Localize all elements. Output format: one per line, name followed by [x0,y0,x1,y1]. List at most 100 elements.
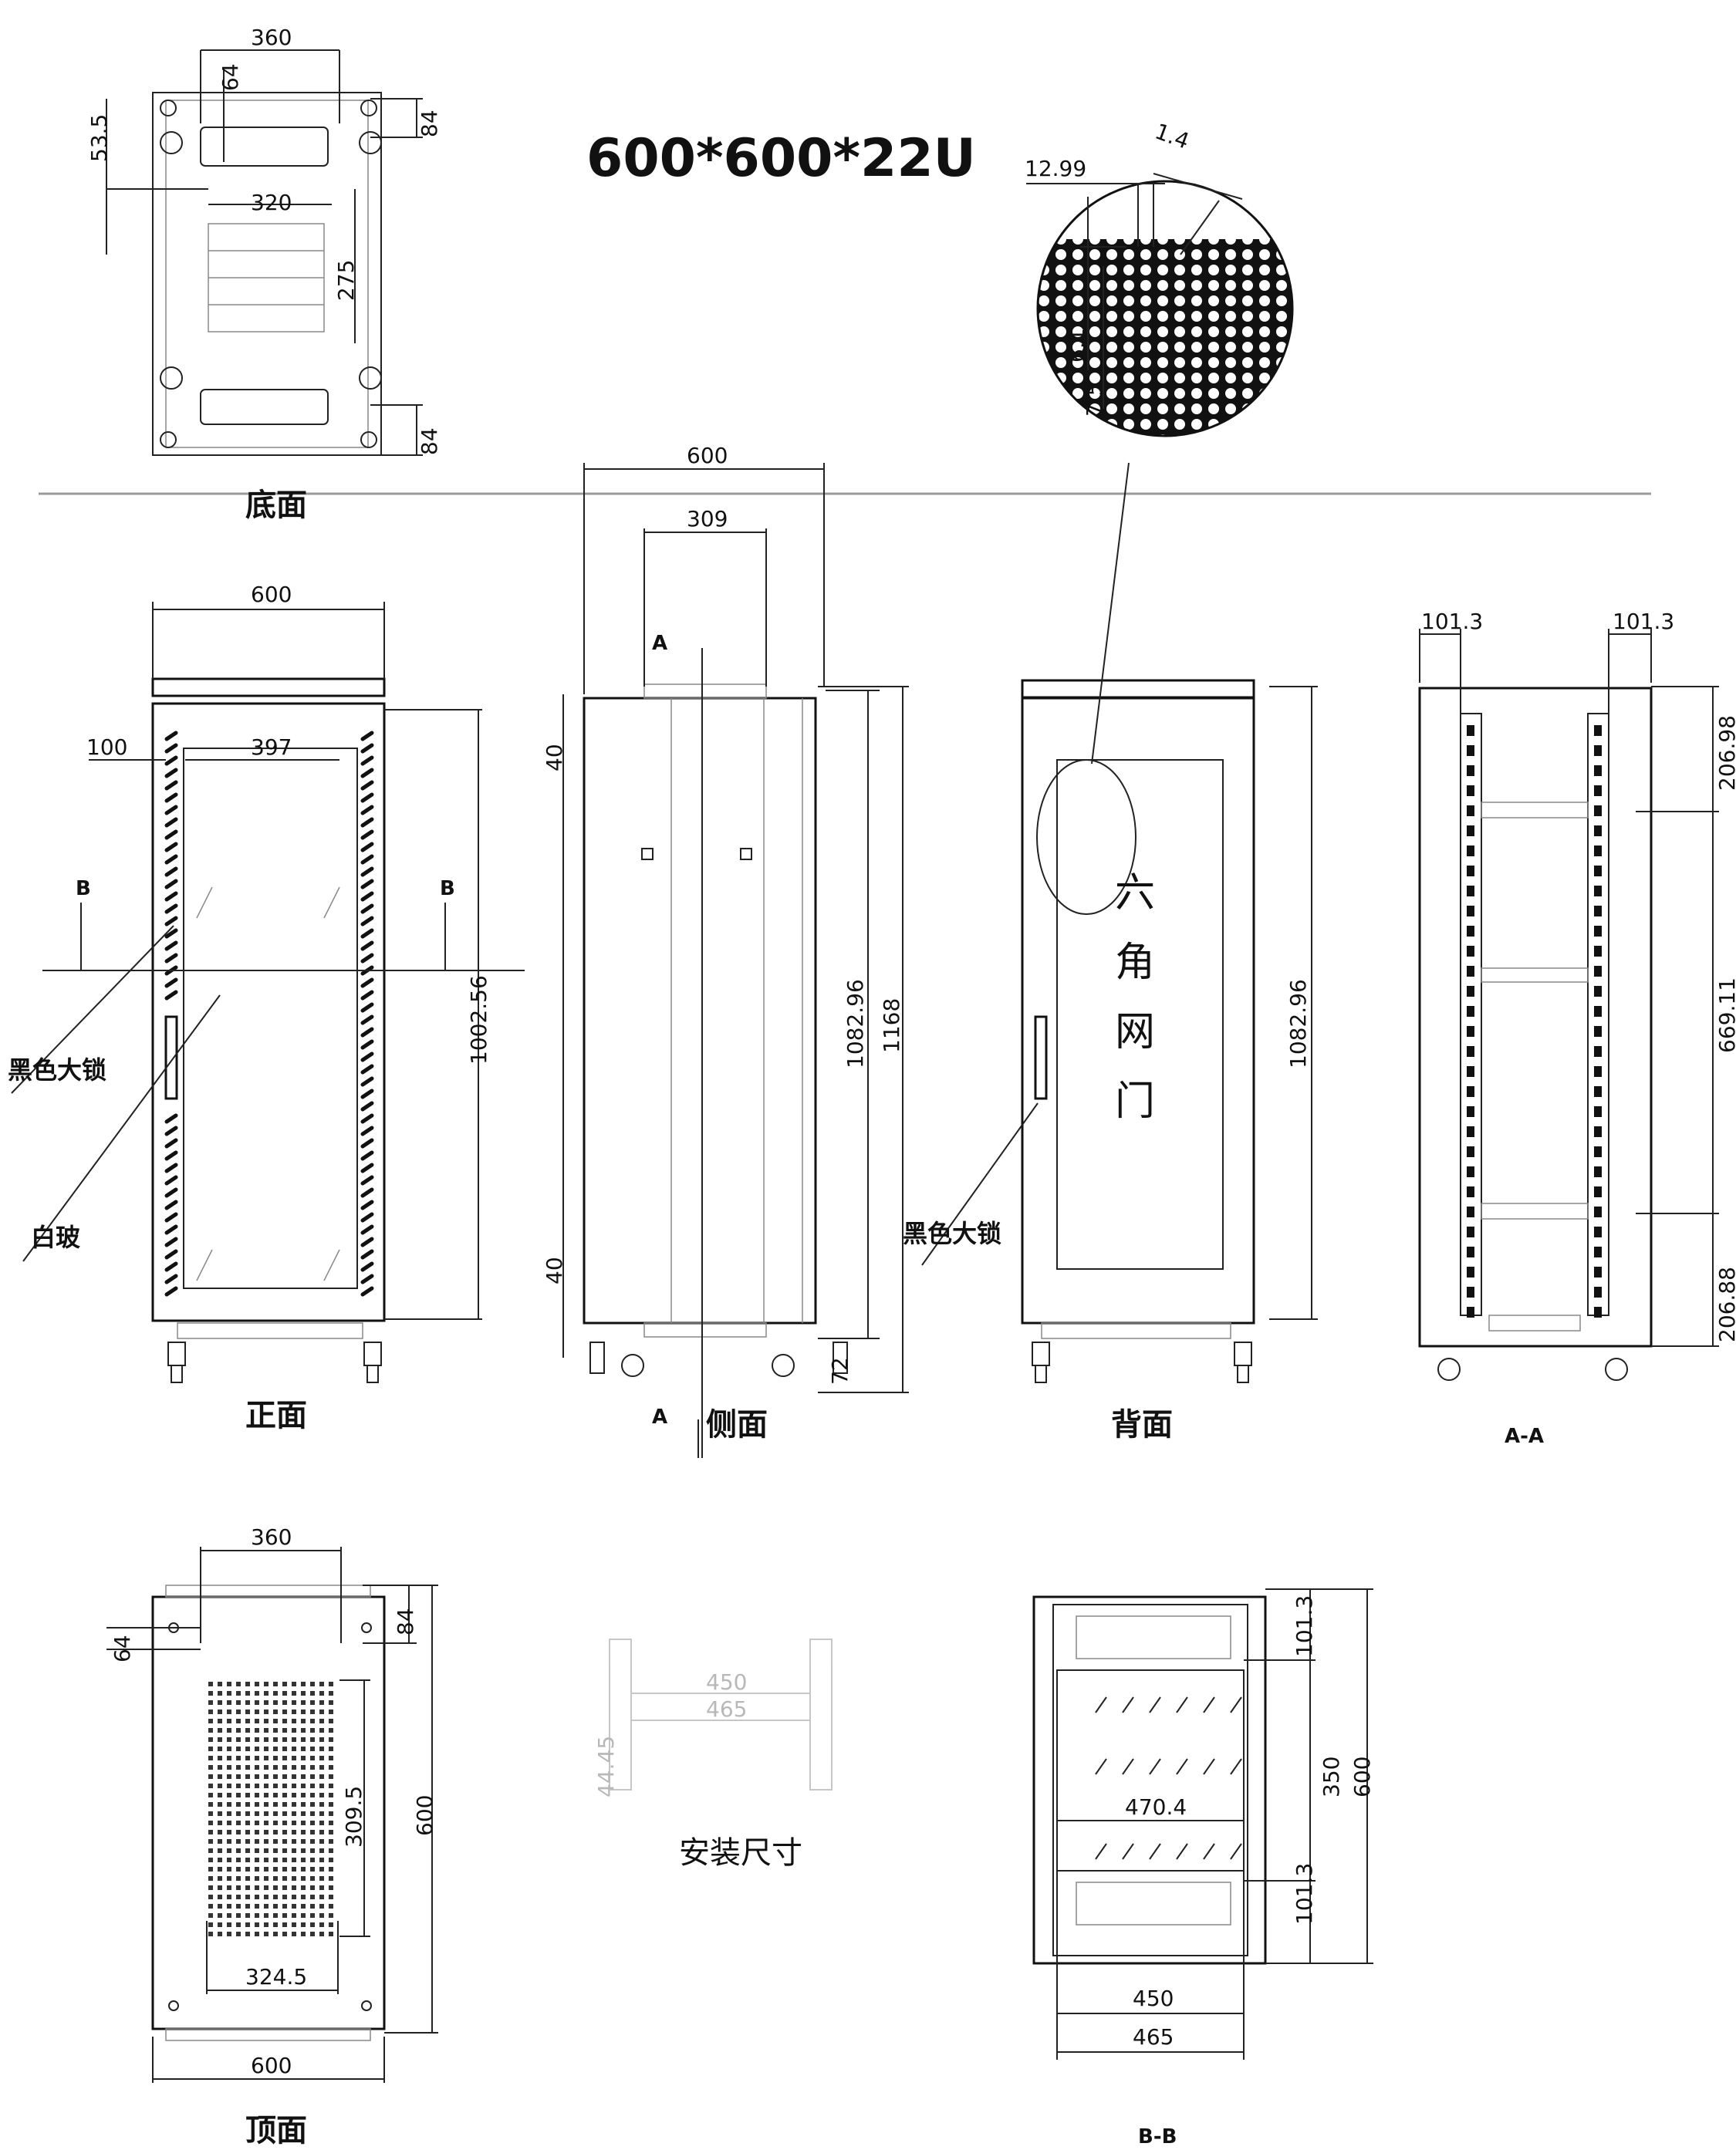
perforation-hole [264,1922,269,1927]
front-label-white-glass: 白玻 [31,1223,80,1252]
mount-dimensions-sketch [609,1639,833,1791]
top-dim-309-5: 309.5 [341,1786,366,1848]
perforation-hole [292,1895,296,1899]
perforation-hole [236,1830,241,1834]
perforation-hole [236,1691,241,1696]
perforation-hole [329,1830,333,1834]
perforation-hole [208,1895,213,1899]
perforation-hole [264,1747,269,1751]
perforation-hole [329,1858,333,1862]
perforation-hole [264,1719,269,1723]
rail-hole [1467,1207,1474,1217]
rail-hole [1467,946,1474,957]
perforation-hole [218,1839,222,1844]
perforation-hole [227,1932,231,1936]
perforation-hole [273,1848,278,1853]
perforation-hole [301,1904,306,1909]
perforation-hole [301,1858,306,1862]
vent-slot [360,1286,374,1297]
bottom-dim-320: 320 [251,190,292,215]
hex-mesh-detail [1026,173,1294,437]
vent-slot [360,743,374,754]
perforation-hole [319,1895,324,1899]
rail-hole [1594,1106,1602,1117]
rail-hole [1594,805,1602,816]
perforation-hole [227,1867,231,1872]
perforation-hole [282,1765,287,1770]
perforation-hole [273,1700,278,1705]
perforation-hole [292,1765,296,1770]
rail-hole [1467,1307,1474,1318]
side-view [562,463,909,1458]
bottom-dim-84-bottom: 84 [417,427,442,455]
perforation-hole [310,1774,315,1779]
perforation-hole [218,1932,222,1936]
perforation-hole [319,1747,324,1751]
rail-hole [1467,725,1474,736]
perforation-hole [273,1932,278,1936]
vent-slot [360,1163,374,1173]
perforation-hole [329,1793,333,1797]
perforation-hole [329,1719,333,1723]
perforation-hole [255,1747,259,1751]
perforation-hole [292,1904,296,1909]
rail-hole [1467,906,1474,916]
perforation-hole [255,1821,259,1825]
perforation-hole [282,1756,287,1760]
perforation-hole [310,1913,315,1918]
perforation-hole [329,1765,333,1770]
vent-slot [164,1212,178,1223]
perforation-hole [282,1774,287,1779]
perforation-hole [301,1839,306,1844]
perforation-hole [218,1913,222,1918]
bottom-dim-64: 64 [218,63,243,91]
perforation-hole [236,1885,241,1890]
perforation-hole [329,1710,333,1714]
perforation-hole [282,1932,287,1936]
perforation-hole [301,1802,306,1807]
perforation-hole [227,1802,231,1807]
rail-hole [1594,886,1602,896]
vent-slot [360,1138,374,1149]
shelf-slot [1122,1843,1134,1860]
perforation-hole [292,1774,296,1779]
perforation-hole [319,1858,324,1862]
perforation-hole [319,1784,324,1788]
perforation-hole [319,1932,324,1936]
bottom-view [106,49,423,456]
perforation-hole [208,1848,213,1853]
perforation-hole [236,1904,241,1909]
perforation-hole [301,1867,306,1872]
perforation-hole [255,1784,259,1788]
vent-slot [360,990,374,1001]
vent-slot [360,1187,374,1198]
perforation-hole [310,1691,315,1696]
perforation-hole [227,1895,231,1899]
vent-slot [360,792,374,803]
perforation-hole [264,1867,269,1872]
perforation-hole [227,1848,231,1853]
front-dim-1002-56: 1002.56 [466,975,491,1065]
perforation-hole [301,1793,306,1797]
top-view-caption: 顶面 [245,2113,307,2148]
perforation-hole [282,1913,287,1918]
perforation-hole [227,1700,231,1705]
perforation-hole [255,1728,259,1733]
perforation-hole [273,1728,278,1733]
perforation-hole [227,1876,231,1881]
rail-hole [1594,1086,1602,1097]
vent-slot [360,977,374,988]
perforation-hole [227,1719,231,1723]
rail-hole [1594,966,1602,977]
rail-hole [1467,1227,1474,1237]
side-dim-600: 600 [687,443,728,468]
perforation-hole [227,1728,231,1733]
side-dim-1168: 1168 [879,998,904,1053]
perforation-hole [329,1895,333,1899]
perforation-hole [273,1737,278,1742]
vent-slot [164,842,178,852]
perforation-hole [245,1922,250,1927]
perforation-hole [218,1848,222,1853]
perforation-hole [245,1848,250,1853]
rail-hole [1594,1227,1602,1237]
